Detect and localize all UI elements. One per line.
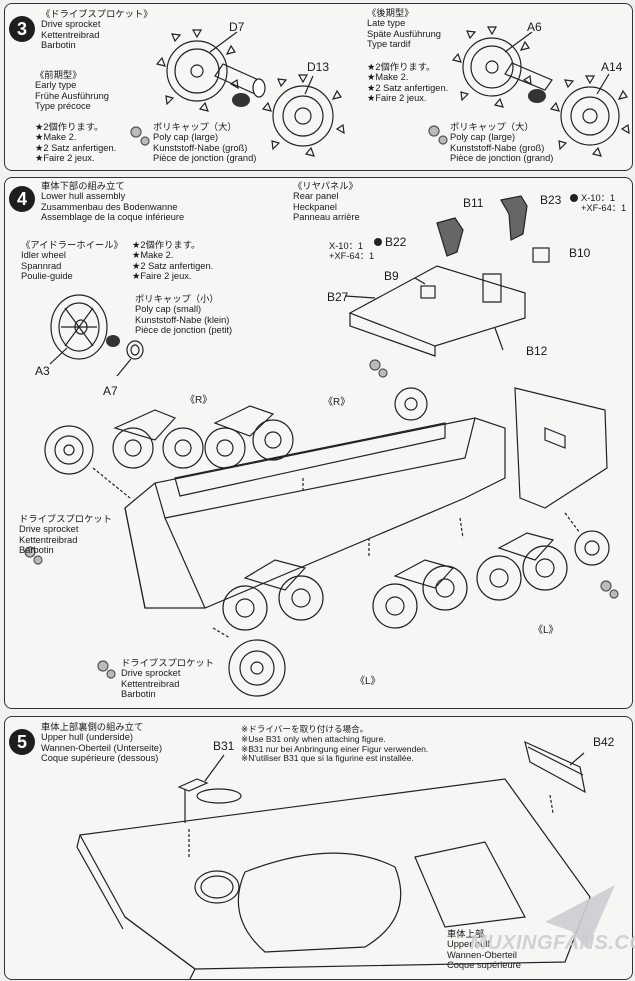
part-b23-label: B23 [540, 193, 562, 207]
watermark: MUXINGFANS.COM [470, 932, 635, 954]
step-3-panel: 3 《ドライブスプロケット》Drive sprocket Kettentreib… [4, 3, 633, 171]
part-b12-label: B12 [526, 344, 548, 358]
poly-cap-large-label-right: ポリキャップ（大）Poly cap (large) Kunststoff-Nab… [450, 122, 554, 164]
part-a6-label: A6 [527, 20, 542, 34]
make-2-note-left: ★2個作ります。★Make 2. ★2 Satz anfertigen.★Fai… [35, 122, 117, 164]
step-4-drawing [24, 194, 619, 697]
paint-mix-b22: X-10：1+XF-64：1 [329, 241, 375, 262]
make-2-note-right: ★2個作ります。★Make 2. ★2 Satz anfertigen.★Fai… [367, 62, 449, 104]
part-a3-label: A3 [35, 364, 50, 378]
side-l-marker-right: 《L》 [533, 625, 559, 636]
part-a14-label: A14 [601, 60, 623, 74]
part-d7-label: D7 [229, 20, 245, 34]
part-b31-label: B31 [213, 739, 235, 753]
part-b27-label: B27 [327, 290, 349, 304]
make-2-note: ★2個作ります。★Make 2. ★2 Satz anfertigen.★Fai… [132, 240, 214, 282]
step-5-drawing [76, 740, 615, 979]
part-b11-label: B11 [463, 196, 484, 210]
side-r-marker-right: 《R》 [323, 397, 351, 408]
side-l-marker-bottom: 《L》 [355, 676, 381, 687]
step-number-badge: 5 [9, 729, 35, 755]
part-b22-label: B22 [385, 235, 407, 249]
step-3-drawing [130, 26, 630, 157]
part-b9-label: B9 [384, 269, 399, 283]
step-number-badge: 3 [9, 16, 35, 42]
part-a7-label: A7 [103, 384, 118, 398]
drive-sprocket-heading: 《ドライブスプロケット》Drive sprocket Kettentreibra… [41, 9, 153, 51]
part-b10-label: B10 [569, 246, 591, 260]
part-d13-label: D13 [307, 60, 330, 74]
poly-cap-small-label: ポリキャップ（小）Poly cap (small) Kunststoff-Nab… [135, 294, 233, 336]
step-number-badge: 4 [9, 186, 35, 212]
part-b42-label: B42 [593, 735, 615, 749]
side-r-marker-left: 《R》 [185, 395, 213, 406]
figure-note: ※ドライバーを取り付ける場合。※Use B31 only when attach… [241, 724, 429, 764]
poly-cap-large-label-left: ポリキャップ（大）Poly cap (large) Kunststoff-Nab… [153, 122, 257, 164]
paint-mix-b23: X-10：1+XF-64：1 [581, 193, 627, 214]
